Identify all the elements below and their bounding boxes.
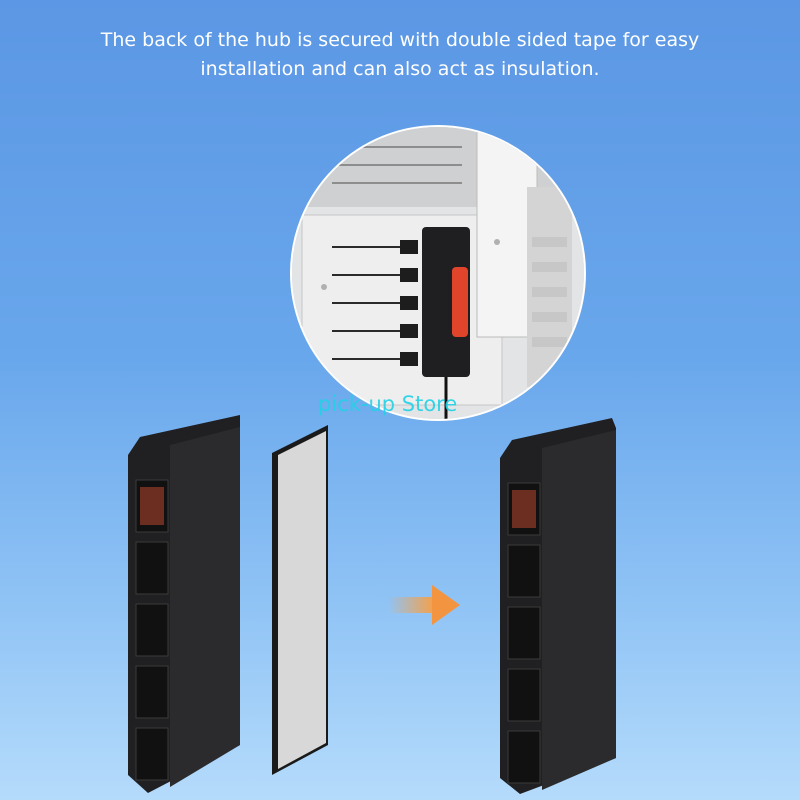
caption-line-2: installation and can also act as insulat… (200, 58, 600, 80)
store-watermark: pick-up Store (318, 392, 458, 416)
caption: The back of the hub is secured with doub… (40, 26, 760, 84)
case-interior-image (292, 127, 584, 419)
caption-line-1: The back of the hub is secured with doub… (100, 29, 700, 51)
hub-left-image (128, 415, 240, 793)
right-arrow-icon (388, 585, 460, 625)
hub-right-image (500, 418, 616, 794)
zoom-detail-circle (290, 125, 586, 421)
double-sided-tape-image (272, 425, 328, 775)
